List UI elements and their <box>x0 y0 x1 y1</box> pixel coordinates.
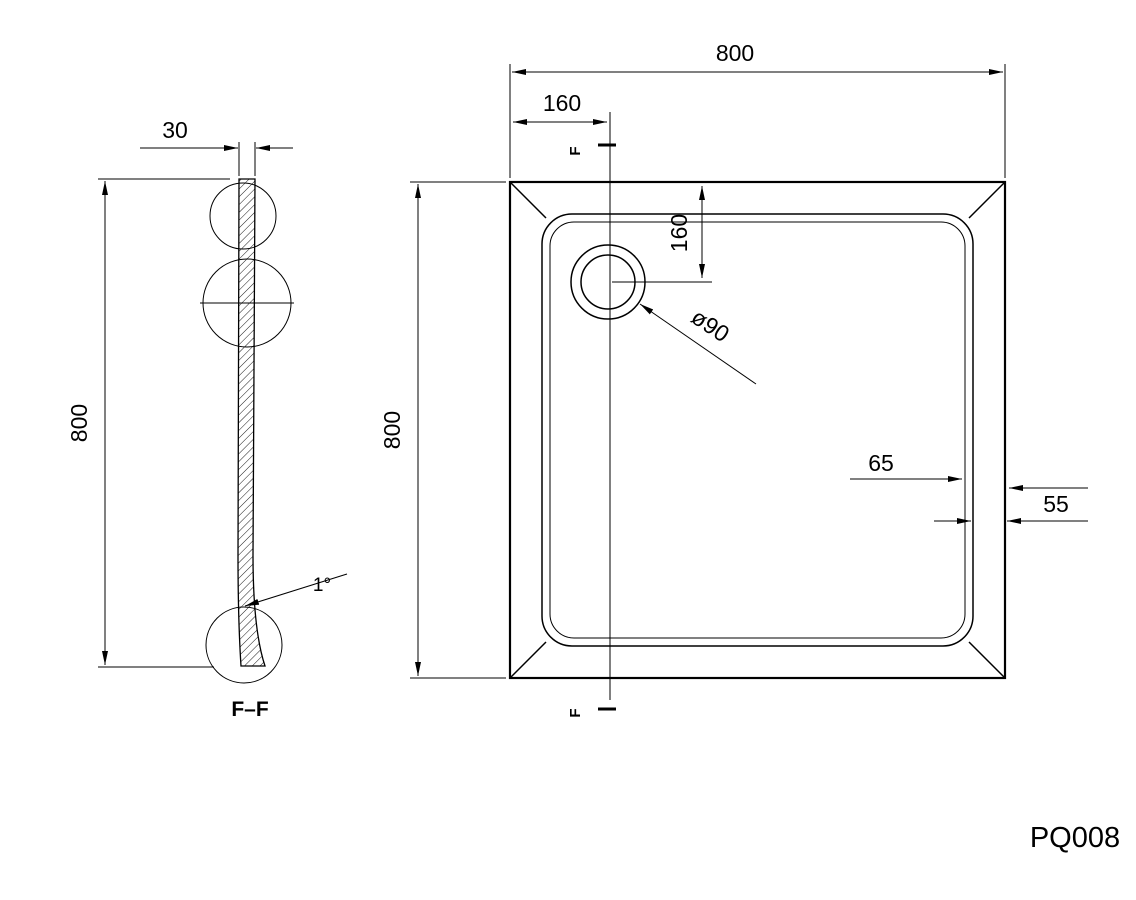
tray-inner-wall-outer <box>541 213 974 647</box>
detail-circle-top <box>209 182 277 250</box>
corner-diagonal-tl <box>510 182 547 219</box>
section-view: 30 800 1° F–F <box>66 117 348 721</box>
section-line: F F <box>567 140 616 718</box>
dim-label-800-top: 800 <box>716 40 754 66</box>
dim-label-800-plan: 800 <box>379 411 405 449</box>
detail-circle-bottom <box>205 606 283 684</box>
plan-view: F F 800 160 800 <box>379 40 1088 718</box>
corner-diagonal-br <box>968 641 1005 678</box>
dim-label-160-vert: 160 <box>666 214 692 252</box>
tray-outer-edge <box>508 180 1007 680</box>
section-marker-bottom: F <box>567 708 584 717</box>
dim-drain-offset-x: 160 <box>513 90 611 142</box>
dim-label-800-section: 800 <box>66 404 92 442</box>
dim-inner-65: 65 <box>850 450 971 524</box>
dim-label-160-top: 160 <box>543 90 581 116</box>
angle-leader-line <box>244 573 348 607</box>
dim-label-55: 55 <box>1043 491 1069 517</box>
leader-line <box>639 303 757 385</box>
dim-rim-55: 55 <box>1007 485 1088 524</box>
dim-width-800-top: 800 <box>509 40 1006 178</box>
corner-diagonal-bl <box>510 641 547 678</box>
dim-height-800-section: 800 <box>66 178 230 668</box>
dim-drain-diameter: ø90 <box>639 303 757 385</box>
angle-label: 1° <box>313 575 331 596</box>
dim-height-800-plan: 800 <box>379 181 506 679</box>
dim-label-30: 30 <box>162 117 188 143</box>
angle-annotation: 1° <box>244 573 348 607</box>
corner-diagonal-tr <box>968 182 1005 219</box>
section-view-label: F–F <box>231 698 269 721</box>
dim-drain-offset-y: 160 <box>612 186 712 283</box>
dim-label-65: 65 <box>868 450 894 476</box>
tray-inner-wall-inner <box>549 221 966 639</box>
hatched-profile <box>237 178 266 667</box>
dim-width-30: 30 <box>140 117 293 176</box>
section-marker-top: F <box>567 146 584 155</box>
part-number: PQ008 <box>1030 822 1120 854</box>
